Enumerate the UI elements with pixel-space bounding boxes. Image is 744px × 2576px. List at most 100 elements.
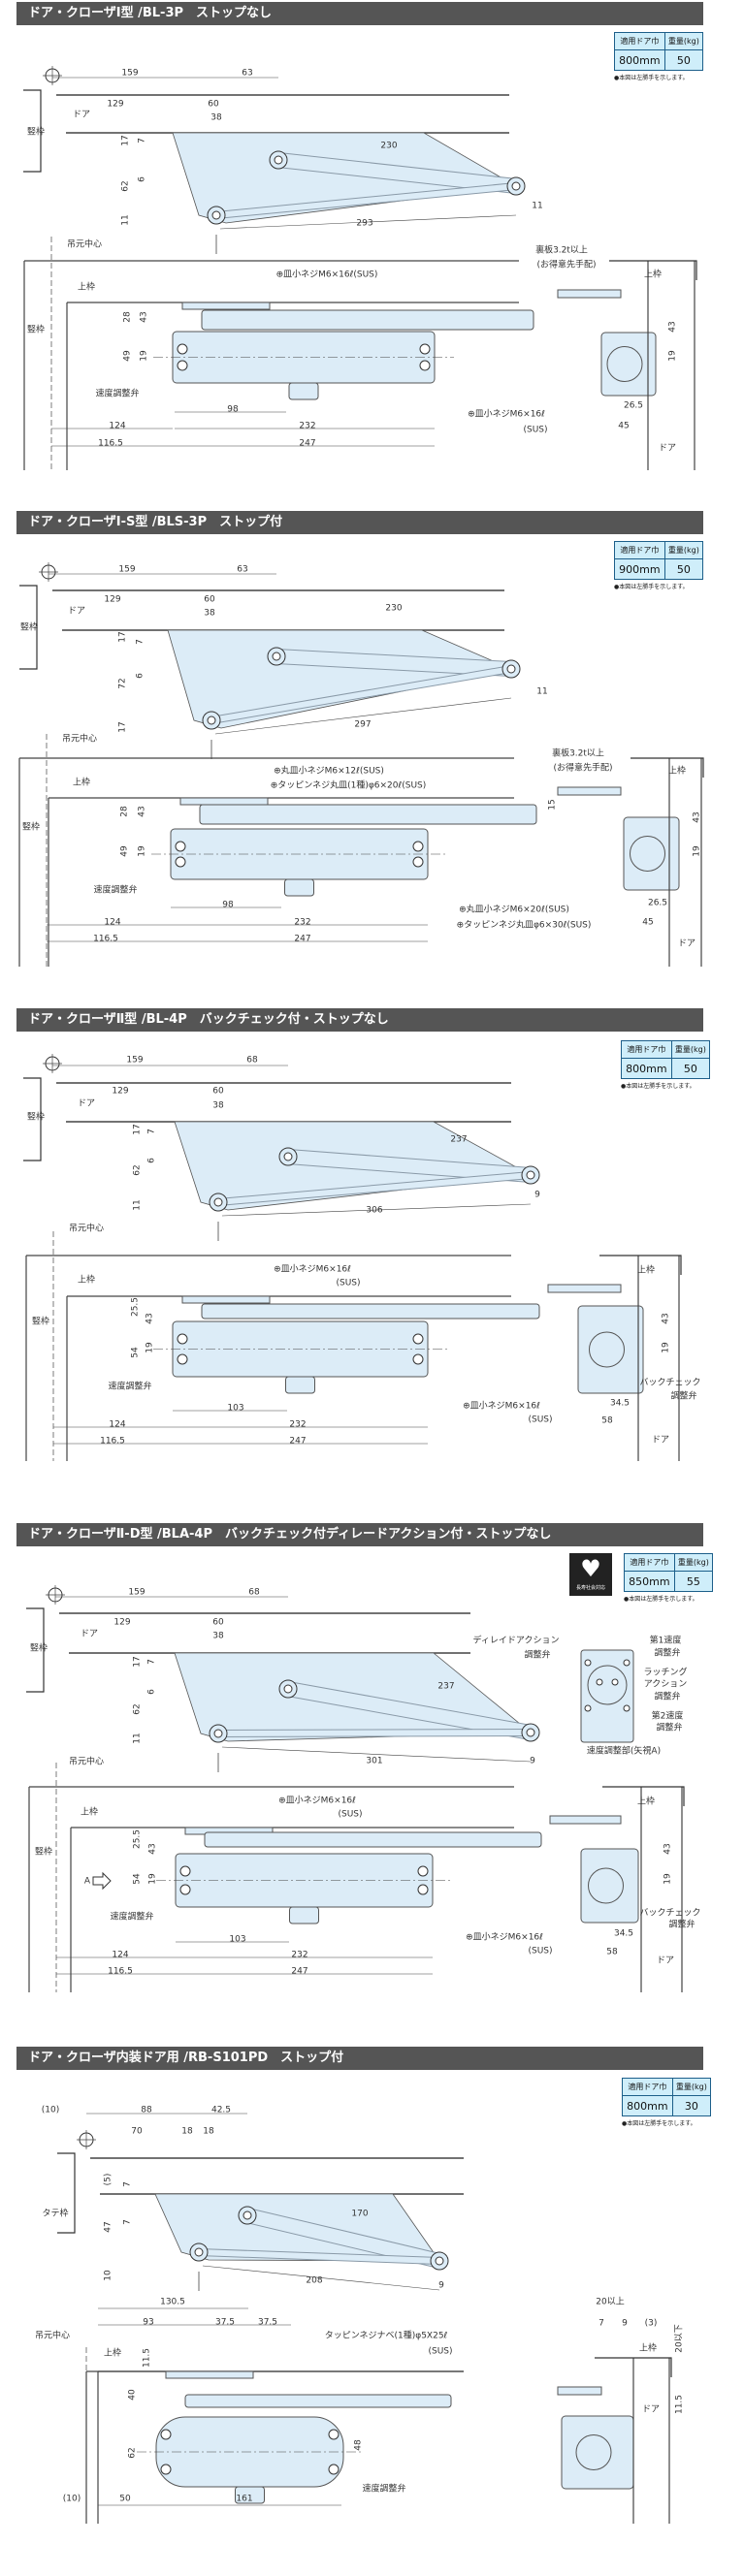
dimension-label: 62 — [128, 2447, 138, 2458]
valve-housing — [284, 878, 314, 897]
annotation-label: 速度調整弁 — [110, 1911, 153, 1923]
valve-housing — [288, 382, 319, 400]
annotation-label: 吊元中心 — [69, 1223, 104, 1234]
annotation-label: ラッチング — [643, 1667, 687, 1678]
closer-side-cap — [630, 836, 665, 872]
dimension-label: 48 — [354, 2439, 364, 2451]
dimension-label: 10 — [104, 2270, 113, 2281]
pivot-pin-icon — [243, 2210, 252, 2220]
annotation-label: 調整弁 — [670, 1390, 696, 1402]
screw-icon — [177, 343, 188, 355]
annotation-label: ⊕丸皿小ネジM6×12ℓ(SUS) — [274, 765, 384, 777]
dimension-label: 26.5 — [648, 899, 667, 908]
dimension-label: 60 — [208, 100, 219, 110]
screw-icon — [412, 1353, 424, 1365]
dimension-label: 124 — [109, 422, 125, 431]
left-hand-note: ●本図は左勝手を示します。 — [621, 1083, 695, 1090]
screw-icon — [419, 360, 431, 371]
dimension-label: 63 — [242, 69, 252, 79]
dimension-label: 11 — [532, 202, 542, 211]
annotation-label: 竪枠 — [22, 821, 40, 833]
dimension-label: 60 — [212, 1618, 224, 1628]
dimension-label: 62 — [121, 180, 131, 191]
dimension-label: 37.5 — [258, 2318, 277, 2328]
dimension-label: 54 — [133, 1873, 143, 1885]
main-arm-fill — [281, 1682, 537, 1739]
section-title: ドア・クローザⅠ-S型 /BLS-3P ストップ付 — [28, 515, 283, 529]
annotation-label: 調整弁 — [656, 1722, 682, 1733]
dimension-label: 247 — [299, 439, 315, 449]
dimension-label: 43 — [140, 311, 149, 322]
main-arm-fill — [272, 153, 523, 193]
closer-side-cap — [589, 1331, 625, 1368]
vertical-frame-profile — [57, 2152, 76, 2234]
dimension-label: 18 — [203, 2127, 214, 2137]
annotation-label: 竪枠 — [20, 621, 38, 633]
screw-icon — [175, 856, 186, 868]
mounting-bracket — [165, 2370, 254, 2379]
dimension-label: 129 — [104, 595, 120, 605]
section-header-bls-3p: ドア・クローザⅠ-S型 /BLS-3P ストップ付 — [16, 511, 703, 534]
dimension-label: 7 — [147, 1659, 157, 1665]
screw-icon — [179, 1865, 191, 1877]
dimension-label: 9 — [622, 2319, 628, 2329]
dimension-label: 232 — [289, 1420, 306, 1430]
annotation-label: バックチェック — [639, 1908, 700, 1919]
upper-frame-profile — [609, 260, 697, 280]
dimension-label: 247 — [289, 1437, 306, 1447]
door-width-value: 800mm — [614, 49, 665, 71]
screw-icon — [177, 360, 188, 371]
dimension-label: 98 — [222, 901, 234, 910]
dimension-label: 161 — [236, 2495, 252, 2504]
annotation-label: ディレイドアクション — [473, 1635, 560, 1646]
dimension-label: 19 — [662, 1342, 671, 1353]
door-width-header: 適用ドア巾 — [614, 541, 665, 559]
adjust-valve-icon — [584, 1704, 592, 1712]
annotation-label: 調整弁 — [654, 1691, 680, 1702]
dimension-label: 11 — [536, 687, 547, 697]
sub-arm-fill — [215, 1172, 534, 1205]
vertical-frame-profile — [23, 1077, 42, 1161]
annotation-label: 上枠 — [73, 777, 90, 788]
pivot-pin-icon — [213, 1729, 223, 1738]
annotation-label: 竪枠 — [30, 1642, 48, 1654]
dimension-label: 19 — [148, 1873, 158, 1885]
upper-frame-profile — [595, 2357, 672, 2377]
closer-side-cap — [606, 346, 643, 382]
dimension-label: 124 — [112, 1951, 128, 1960]
dimension-label: 37.5 — [215, 2318, 235, 2328]
dimension-label: 19 — [140, 350, 149, 362]
adjust-valve-icon — [596, 1678, 603, 1686]
adjust-valve-icon — [611, 1678, 619, 1686]
dimension-label: (5) — [104, 2174, 113, 2186]
dimension-label: 103 — [227, 1404, 243, 1414]
annotation-label: 裏板3.2t以上 — [552, 747, 604, 759]
dimension-label: 98 — [227, 405, 239, 415]
dimension-label: 40 — [128, 2389, 138, 2401]
pivot-pin-icon — [283, 1152, 293, 1161]
main-arm-fill — [241, 2209, 446, 2268]
vertical-frame-profile — [26, 1607, 45, 1693]
dimension-label: 15 — [548, 799, 558, 810]
dimension-label: 47 — [104, 2221, 113, 2232]
dimension-label: 17 — [118, 721, 128, 732]
arm-side-view — [184, 2394, 452, 2408]
annotation-label: 調整弁 — [668, 1919, 695, 1930]
longevity-society-badge: ♥ 長寿社会対応 — [569, 1553, 612, 1596]
dimension-label: 129 — [107, 100, 123, 110]
annotation-label: ドア — [652, 1436, 669, 1446]
dimension-label: 11 — [133, 1199, 143, 1210]
pivot-pin-icon — [511, 181, 521, 191]
dimension-label: 230 — [380, 142, 397, 151]
dimension-label: 62 — [133, 1703, 143, 1714]
left-hand-note: ●本図は左勝手を示します。 — [614, 75, 689, 81]
dimension-label: 124 — [104, 918, 120, 928]
section-header-rb-s101pd: ドア・クローザ内装ドア用 /RB-S101PD ストップ付 — [16, 2047, 703, 2070]
adjust-valve-icon — [584, 1659, 592, 1667]
annotation-label: 竪枠 — [32, 1316, 49, 1327]
mounting-bracket — [181, 1295, 271, 1304]
annotation-label: (SUS) — [336, 1279, 360, 1288]
dimension-label: 68 — [248, 1588, 260, 1598]
